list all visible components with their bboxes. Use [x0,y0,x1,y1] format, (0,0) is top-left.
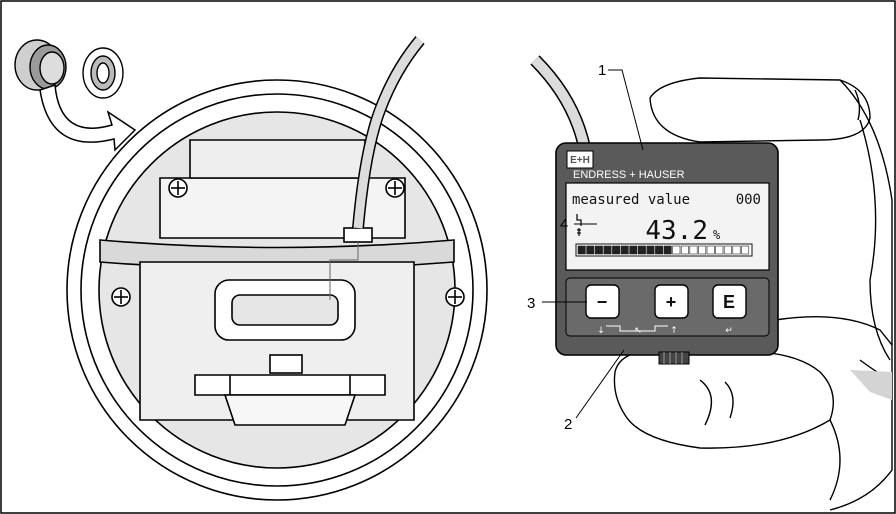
enter-symbol-icon: ↵ [725,326,733,336]
bargraph-segment [646,245,655,255]
bargraph-segment [689,245,698,255]
housing-view [66,36,488,501]
brand-logo-text: E+H [570,155,590,166]
lcd-function-code: 000 [736,192,761,208]
bargraph-segment [577,245,586,255]
lower-clip [223,394,357,426]
lcd-main-value: 43.2 [645,216,708,246]
lcd-unit: % [713,228,721,242]
bargraph-segment [680,245,689,255]
bargraph-segment [715,245,724,255]
bargraph-segment [612,245,621,255]
hand-back [829,79,893,511]
bargraph-segment [594,245,603,255]
hand-illustration [530,55,893,511]
callout-leaders [542,69,644,419]
plus-key-label: + [666,292,677,312]
bargraph-segment [603,245,612,255]
bargraph-segment [732,245,741,255]
brand-name: ENDRESS + HAUSER [573,169,685,181]
display-module: E+H ENDRESS + HAUSER measured value 000 … [555,142,779,365]
status-symbols-icon [576,214,582,236]
screw-icon [445,287,465,307]
callout-1: 1 [598,62,606,79]
bargraph-segment [586,245,595,255]
cable-connector [343,227,373,243]
bracket-top [189,139,366,179]
bargraph-segment [620,245,629,255]
callout-3: 3 [527,295,535,312]
minus-key-button[interactable]: − [585,284,620,319]
cable-fill [353,37,424,229]
lcd-bargraph-cells [577,245,750,255]
bargraph-segment [698,245,707,255]
minus-key-label: − [597,292,608,312]
up-arrow-icon: ↑ [670,326,678,336]
screw-icon [385,178,405,198]
terminal-strip [194,374,386,396]
thumb [613,349,834,449]
clip-window [269,354,303,374]
bargraph-segment [655,245,664,255]
plus-key-button[interactable]: + [654,284,689,319]
bargraph-segment [629,245,638,255]
bargraph-segment [637,245,646,255]
upper-finger [649,77,871,143]
screw-icon [111,287,131,307]
bargraph-segment [706,245,715,255]
cable-trace [329,242,359,300]
callout-4: 4 [560,216,568,233]
enter-key-button[interactable]: E [712,284,747,319]
key-hints: ↓ ↖ ↑ ↵ [597,325,733,336]
callout-2: 2 [564,416,572,433]
screw-icon [168,178,188,198]
bargraph-segment [663,245,672,255]
brand-logo-icon [566,150,594,169]
enter-key-label: E [723,292,735,312]
cover-removal-icon [14,39,124,99]
lcd-measured-label: measured value [572,192,690,208]
bargraph-segment [741,245,750,255]
bargraph-segment [672,245,681,255]
bargraph-segment [723,245,732,255]
removal-arrow-icon [39,83,137,152]
escape-combo-icon: ↖ [634,326,642,336]
down-arrow-icon: ↓ [597,326,605,336]
